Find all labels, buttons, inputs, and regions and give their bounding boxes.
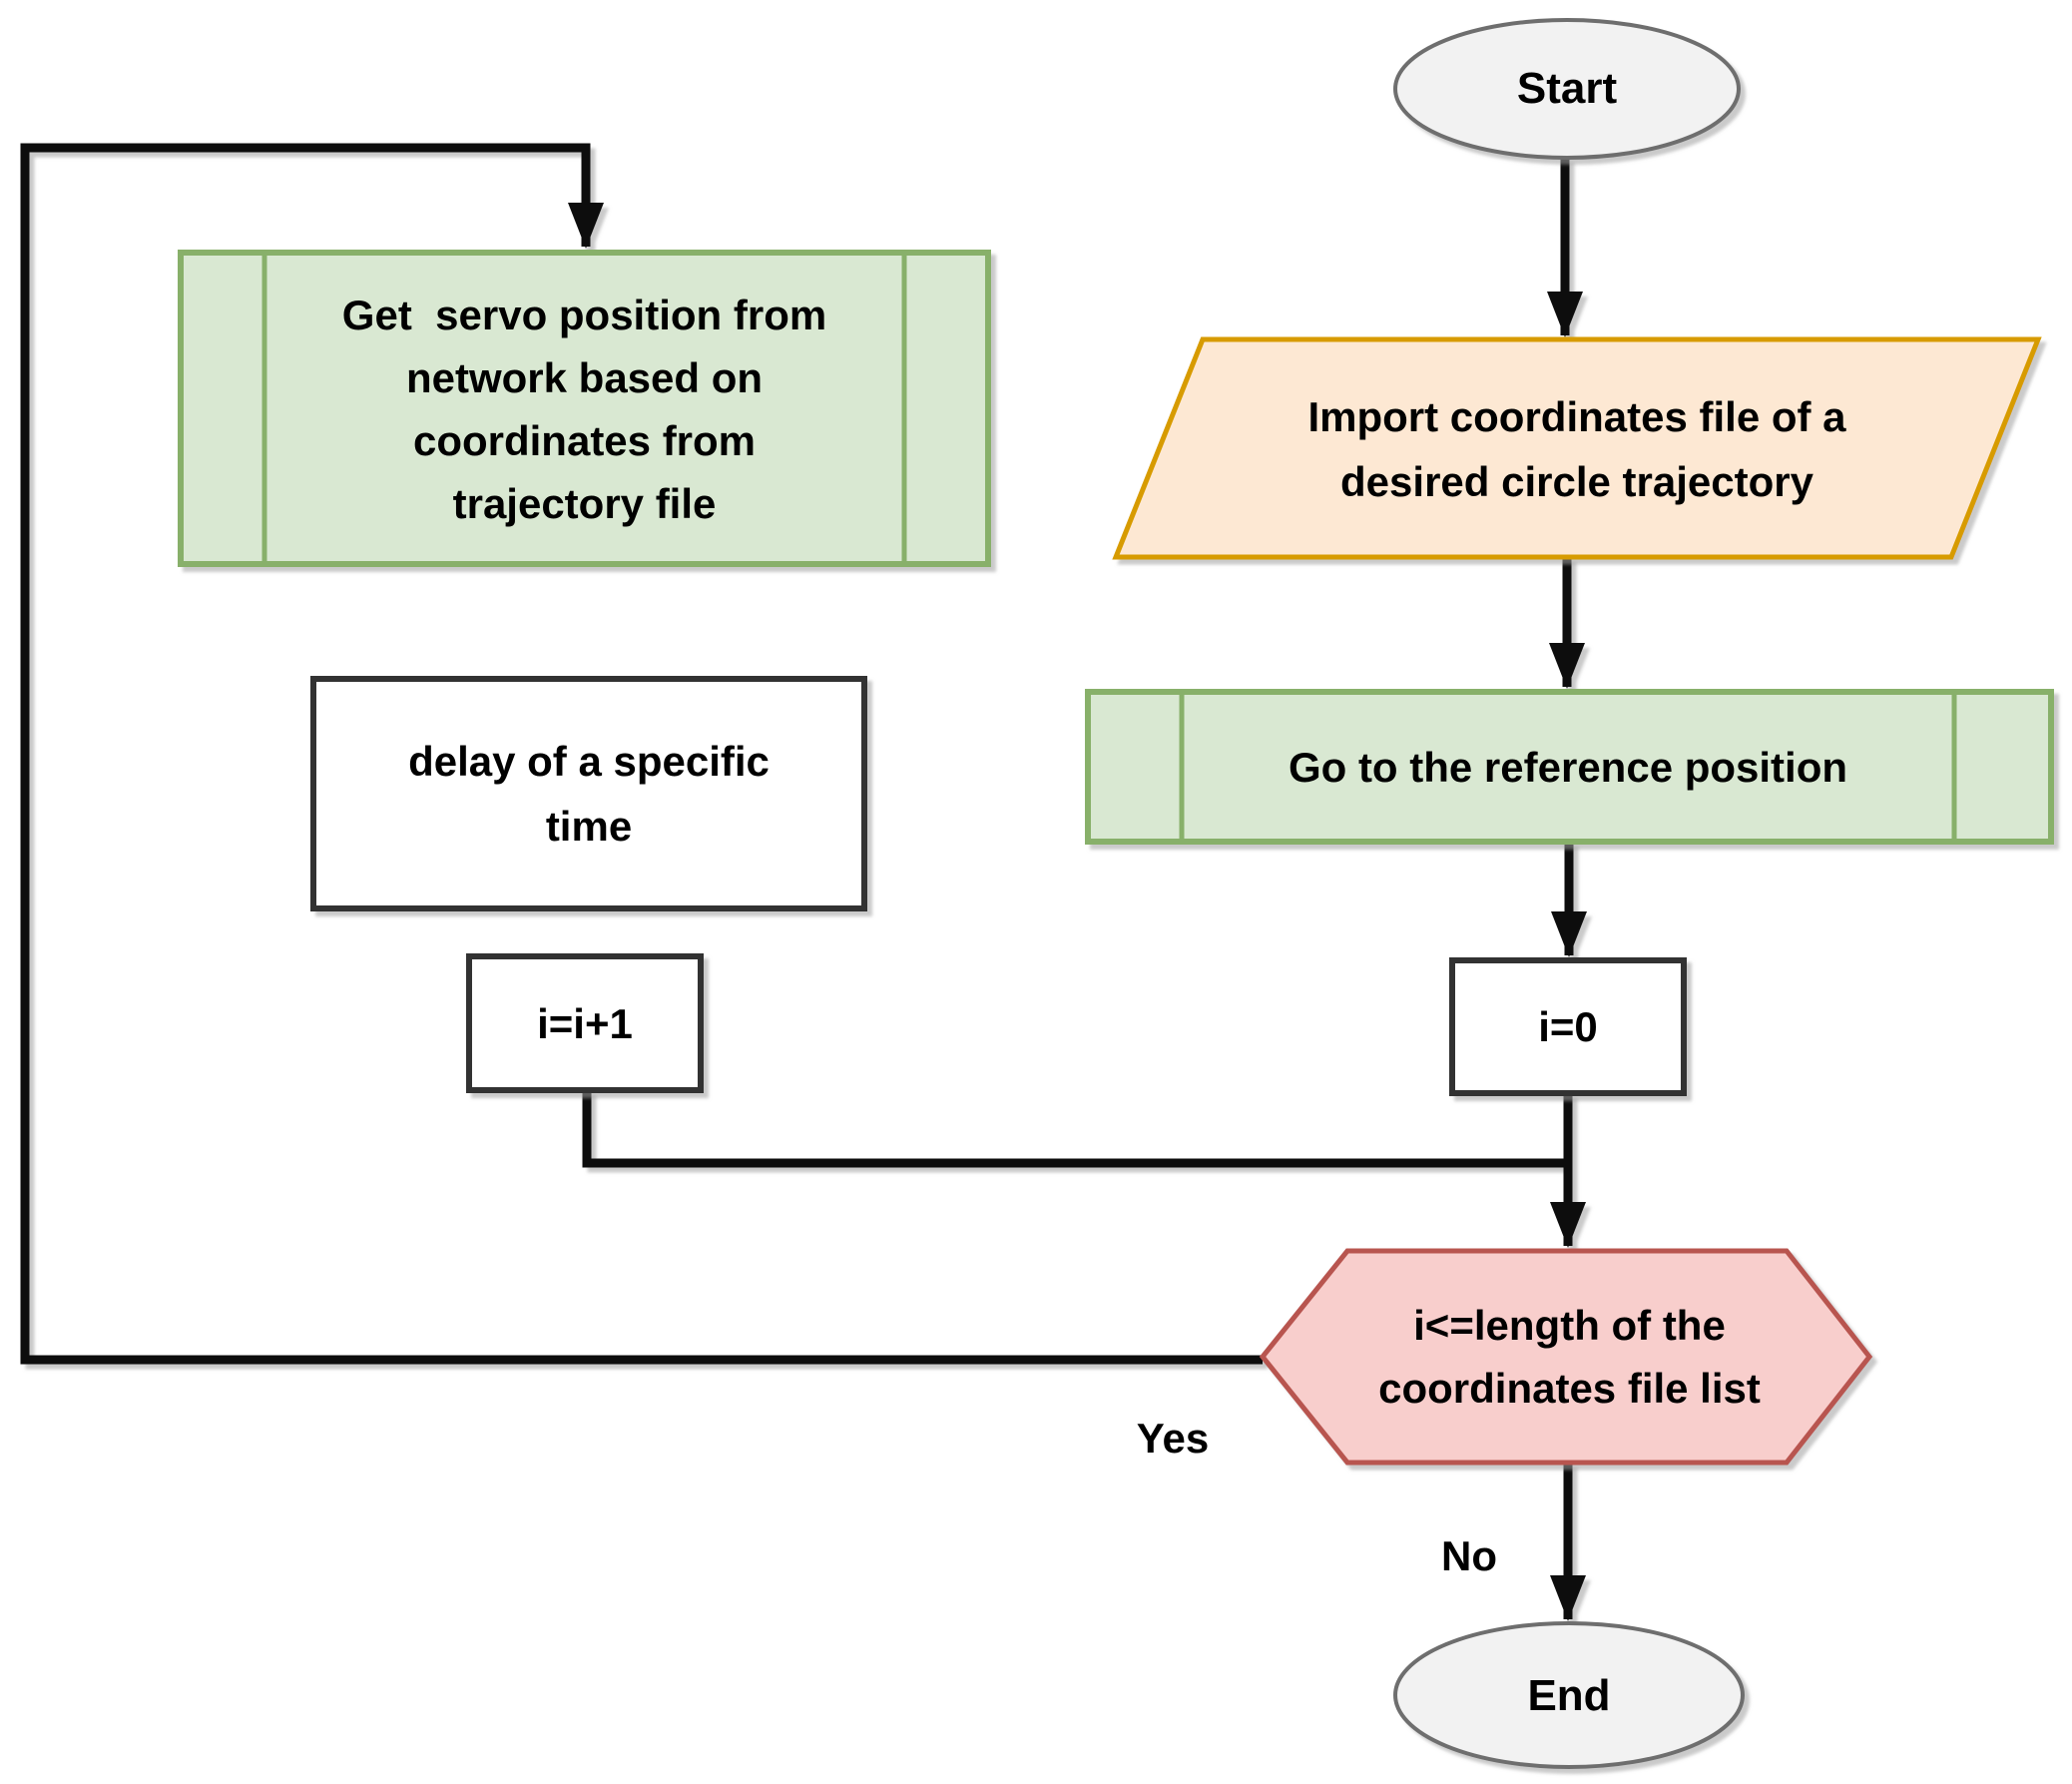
end-terminator-shape [1393, 1621, 1745, 1769]
import-coordinates-parallelogram-shape [1112, 336, 2042, 560]
connector-increment-i-to-junction [582, 1090, 1568, 1168]
loop-condition-hexagon-shape [1259, 1248, 1873, 1466]
increment-i-process-shape [466, 953, 704, 1093]
delay-process-shape [310, 676, 867, 911]
get-servo-predefined-shape [178, 250, 991, 567]
init-i-process-shape [1449, 957, 1687, 1096]
arrow-yes-loop-to-get-servo [20, 143, 1263, 1365]
start-terminator-shape [1393, 18, 1741, 160]
goto-reference-predefined-shape [1085, 689, 2054, 845]
